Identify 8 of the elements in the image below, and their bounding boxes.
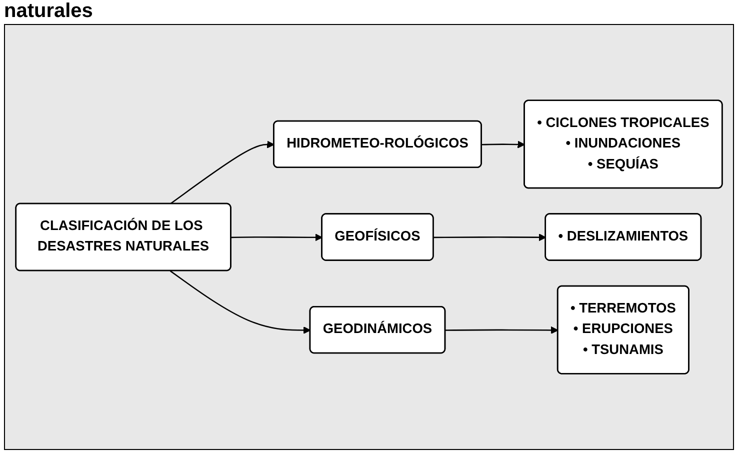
arrow	[434, 234, 546, 242]
arrow	[170, 140, 274, 204]
arrow	[231, 234, 323, 242]
diagram-title: naturales	[4, 0, 94, 22]
arrow	[170, 270, 311, 334]
diagram-panel: CLASIFICACIÓN DE LOS DESASTRES NATURALES HIDROMETEO-ROLÓGICOS GEOFÍSICOS GEODINÁMICOS • CICLONES TROPICALES • INUNDACIONES • SEQUÍAS • DESLIZAMIENTOS • TERREMOTOS • ERUPCIONES • TSUNAMIS	[4, 24, 734, 450]
arrow	[445, 326, 558, 334]
arrow	[482, 140, 525, 148]
